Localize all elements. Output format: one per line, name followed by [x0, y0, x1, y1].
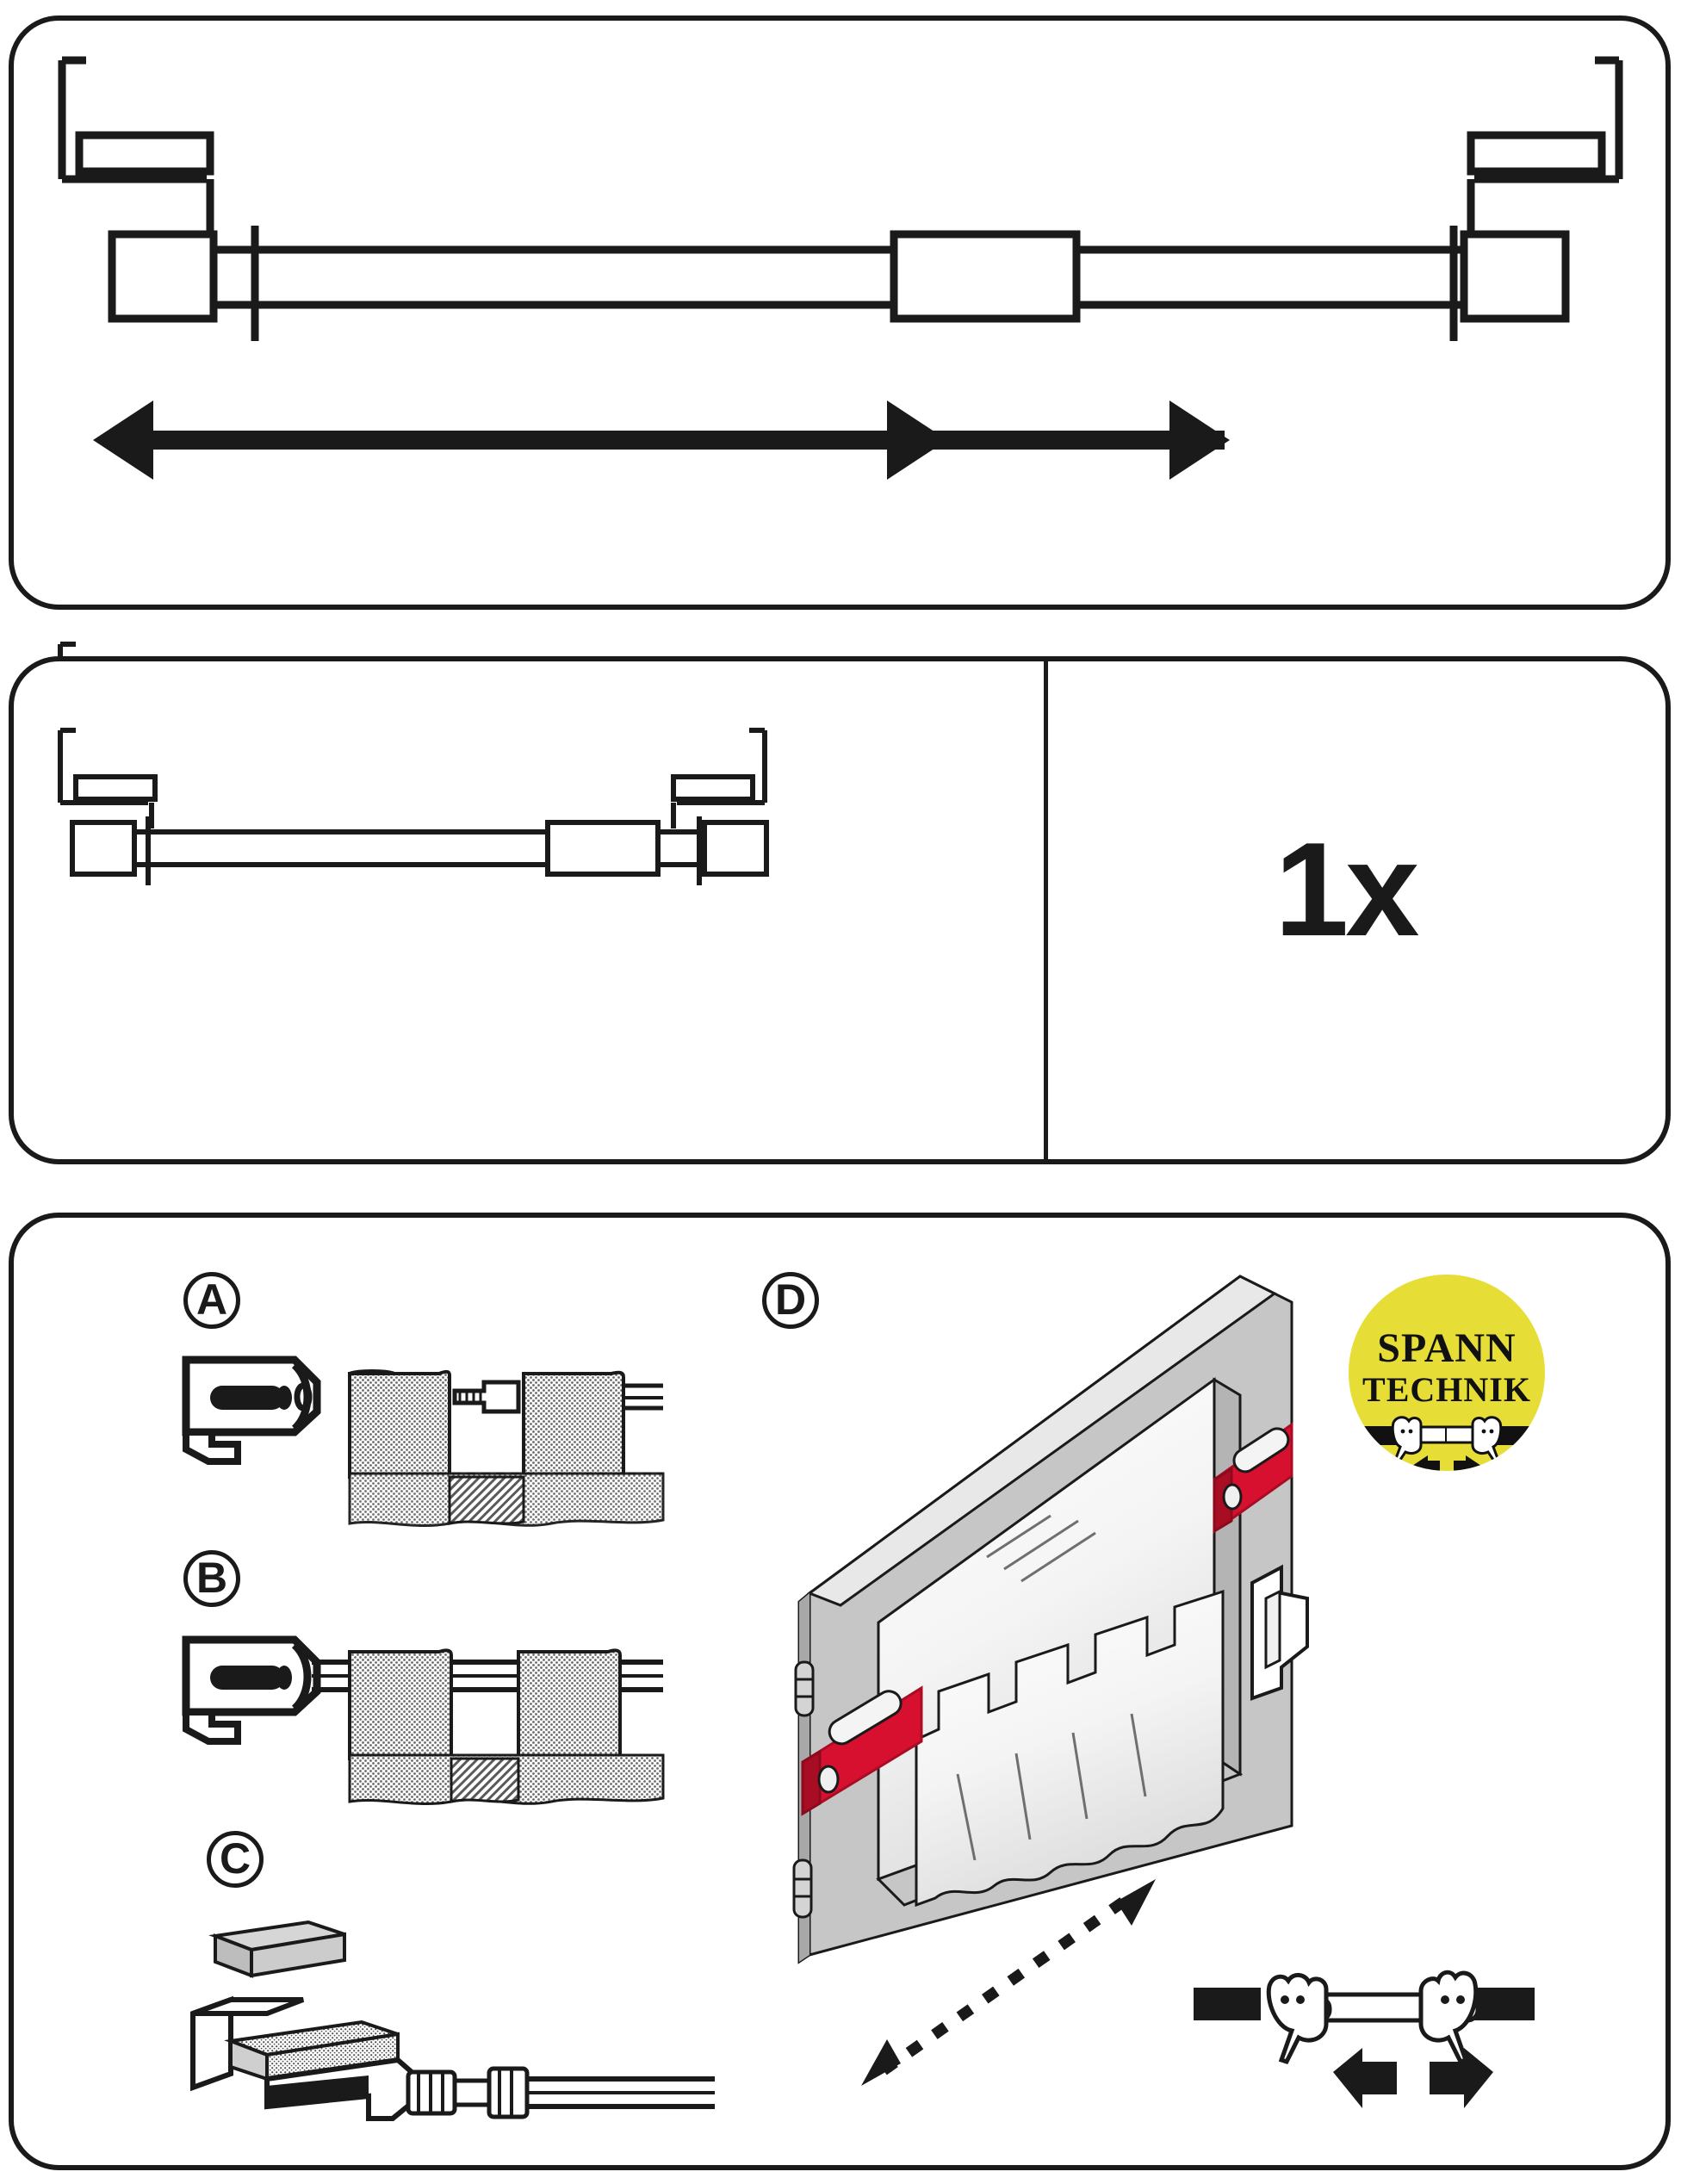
badge-hands-icon: [1357, 1416, 1536, 1471]
curtain-panel: [915, 1589, 1225, 1908]
glass-reflection-lines: [986, 1514, 1096, 1583]
wall-bracket-icon: [182, 1356, 321, 1465]
curtain-fabric-and-rod: [348, 1369, 665, 1527]
mounted-rod-and-fabric: [312, 1648, 665, 1806]
rod-extension-drawing: [58, 56, 1623, 480]
step-badge-a: A: [183, 1272, 240, 1329]
panel-extension: [9, 16, 1671, 610]
bracket-red-upper: [1213, 1422, 1293, 1534]
window-hinges: [792, 1660, 815, 1919]
bracket-red-lower: [801, 1685, 923, 1816]
badge-line-spann: SPANN: [1377, 1325, 1517, 1371]
wall-bracket-icon: [182, 1635, 321, 1745]
hands-pulling-rod-icon: [1194, 1970, 1535, 2108]
step-badge-c: C: [207, 1831, 264, 1888]
step-badge-b-letter: B: [195, 1553, 228, 1602]
step-a-illustration: [182, 1356, 665, 1527]
quantity-label: 1x: [1275, 815, 1419, 964]
badge-line-technik: TECHNIK: [1362, 1370, 1531, 1409]
step-badge-d: D: [762, 1272, 819, 1329]
window-handle-icon: [1250, 1564, 1309, 1701]
rod-retracted-drawing: [58, 642, 769, 885]
step-badge-a-letter: A: [195, 1275, 228, 1324]
panel-divider: [1044, 661, 1048, 1159]
step-d-illustration: [792, 1275, 1309, 2086]
step-badge-d-letter: D: [774, 1275, 807, 1324]
dotted-diagonal-arrow-icon: [861, 1879, 1156, 2086]
step-b-illustration: [182, 1635, 665, 1806]
step-badge-c-letter: C: [219, 1833, 251, 1883]
extension-arrow: [93, 400, 1230, 480]
adhesive-pad-icon: [208, 1920, 346, 1978]
panel-contents: [9, 656, 1671, 1164]
bracket-with-pad-and-rod: [190, 1995, 715, 2121]
step-c-illustration: [190, 1920, 715, 2121]
step-badge-b: B: [183, 1550, 240, 1607]
spann-technik-badge: SPANN TECHNIK: [1349, 1275, 1545, 1471]
